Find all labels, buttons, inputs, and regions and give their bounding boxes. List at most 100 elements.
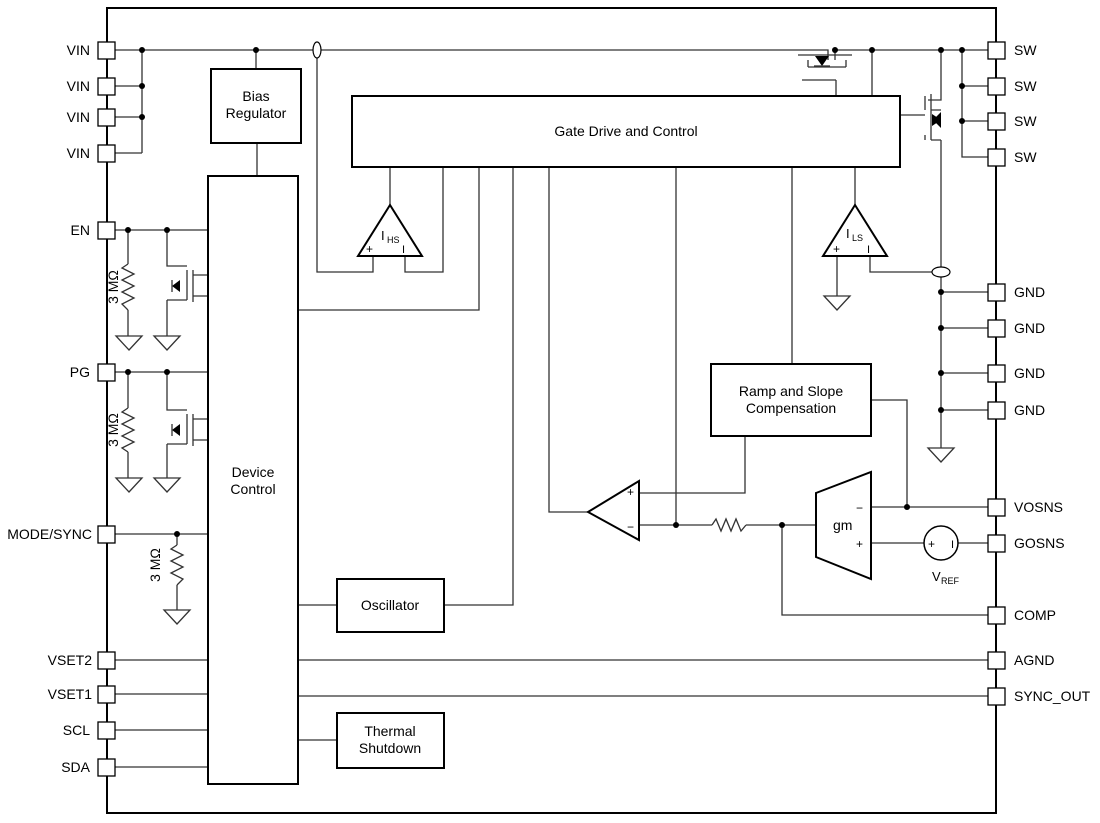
- pin-comp: [987, 606, 1006, 625]
- pin-vset1: [97, 685, 116, 704]
- thermal-shutdown-label-2: Shutdown: [359, 740, 421, 756]
- ls-amp-plus: +: [833, 242, 840, 256]
- pin-sw-2-label: SW: [1014, 78, 1037, 94]
- resistor-comp-icon: [711, 517, 747, 533]
- gate-drive-label: Gate Drive and Control: [554, 123, 697, 139]
- pin-vset1-label: VSET1: [48, 686, 93, 702]
- pin-gnd-3: [987, 364, 1006, 383]
- pin-mode-sync-label: MODE/SYNC: [7, 526, 92, 542]
- pin-sync-out: [987, 687, 1006, 706]
- pin-agnd-label: AGND: [1014, 652, 1054, 668]
- pin-scl-label: SCL: [63, 722, 90, 738]
- gate-drive-block: Gate Drive and Control: [351, 95, 901, 168]
- pin-vset2-label: VSET2: [48, 652, 93, 668]
- pin-sda: [97, 758, 116, 777]
- ground-icon: [162, 609, 192, 625]
- device-control-block: Device Control: [207, 175, 299, 785]
- pin-gnd-2: [987, 319, 1006, 338]
- pin-vin-3: [97, 108, 116, 127]
- vref-label: V: [932, 569, 941, 584]
- ls-amp-sub: LS: [852, 233, 863, 243]
- left-pins: VIN VIN VIN VIN EN PG MODE/SYNC VSET2 VS…: [7, 41, 116, 777]
- hs-amp-plus: +: [366, 242, 373, 256]
- bias-regulator-block: Bias Regulator: [210, 68, 302, 144]
- pin-sda-label: SDA: [61, 759, 90, 775]
- pin-gnd-4-label: GND: [1014, 402, 1045, 418]
- pin-agnd: [987, 651, 1006, 670]
- ground-icon: [152, 335, 182, 351]
- pg-pulldown-fet-icon: [171, 424, 180, 436]
- pin-vosns: [987, 498, 1006, 517]
- pwm-comparator: + −: [586, 479, 640, 542]
- resistor-en-label: 3 MΩ: [105, 270, 121, 304]
- gm-plus: +: [856, 537, 863, 551]
- comparator-minus: −: [627, 520, 634, 534]
- resistor-en-icon: [120, 263, 136, 311]
- comparator-plus: +: [627, 485, 634, 499]
- pin-vset2: [97, 651, 116, 670]
- ground-icon: [926, 447, 956, 463]
- vref-plus: +: [928, 537, 935, 551]
- en-pulldown-fet-icon: [171, 280, 180, 292]
- resistor-pg-label: 3 MΩ: [105, 413, 121, 447]
- vref-minus: I: [951, 539, 954, 551]
- ls-fet-icon: [932, 112, 941, 128]
- pin-gnd-3-label: GND: [1014, 365, 1045, 381]
- hs-amp-minus: I: [402, 244, 405, 256]
- ramp-slope-label-1: Ramp and Slope: [739, 383, 844, 399]
- pin-comp-label: COMP: [1014, 607, 1056, 623]
- vref-source: + I V REF: [923, 525, 960, 586]
- resistor-mode-label: 3 MΩ: [147, 548, 163, 582]
- pin-gnd-1: [987, 283, 1006, 302]
- pin-sw-2: [987, 77, 1006, 96]
- pin-pg-label: PG: [70, 364, 90, 380]
- pin-gnd-1-label: GND: [1014, 284, 1045, 300]
- pin-sw-3-label: SW: [1014, 113, 1037, 129]
- hs-current-amp: I HS + I: [356, 203, 424, 257]
- pin-en: [97, 221, 116, 240]
- ramp-slope-label-2: Compensation: [746, 400, 836, 416]
- hs-sense-loop-icon: [312, 41, 322, 59]
- hs-fet-icon: [814, 56, 830, 67]
- pin-sw-1: [987, 41, 1006, 60]
- pin-pg: [97, 363, 116, 382]
- oscillator-block: Oscillator: [336, 578, 445, 633]
- gm-error-amp: gm − +: [815, 470, 872, 581]
- ground-icon: [114, 335, 144, 351]
- resistor-mode-icon: [169, 544, 185, 586]
- device-control-label-1: Device: [232, 464, 275, 480]
- pin-vosns-label: VOSNS: [1014, 499, 1063, 515]
- ground-icon: [152, 477, 182, 493]
- ls-sense-loop-icon: [931, 266, 951, 278]
- ground-symbols: [114, 295, 956, 625]
- right-pins: SW SW SW SW GND GND GND GND VOSNS GOSNS …: [987, 41, 1091, 706]
- pin-gnd-4: [987, 401, 1006, 420]
- ls-current-amp: I LS + I: [821, 203, 889, 257]
- pin-vin-1-label: VIN: [67, 42, 90, 58]
- pin-scl: [97, 721, 116, 740]
- pin-sw-4: [987, 148, 1006, 167]
- oscillator-label: Oscillator: [361, 597, 420, 613]
- pin-vin-1: [97, 41, 116, 60]
- hs-amp-label: I: [381, 228, 385, 243]
- ls-amp-minus: I: [867, 244, 870, 256]
- hs-amp-sub: HS: [387, 235, 400, 245]
- device-control-label-2: Control: [230, 481, 275, 497]
- thermal-shutdown-block: Thermal Shutdown: [336, 712, 445, 769]
- pin-vin-2-label: VIN: [67, 78, 90, 94]
- pin-en-label: EN: [71, 222, 90, 238]
- pin-sw-3: [987, 112, 1006, 131]
- wires: [115, 44, 996, 768]
- bias-regulator-label-2: Regulator: [226, 105, 287, 121]
- thermal-shutdown-label-1: Thermal: [364, 723, 415, 739]
- pin-vin-3-label: VIN: [67, 109, 90, 125]
- pin-gnd-2-label: GND: [1014, 320, 1045, 336]
- pin-gosns: [987, 534, 1006, 553]
- pin-gosns-label: GOSNS: [1014, 535, 1065, 551]
- bias-regulator-label-1: Bias: [242, 88, 269, 104]
- pin-sw-1-label: SW: [1014, 42, 1037, 58]
- pin-vin-4-label: VIN: [67, 145, 90, 161]
- pin-vin-2: [97, 77, 116, 96]
